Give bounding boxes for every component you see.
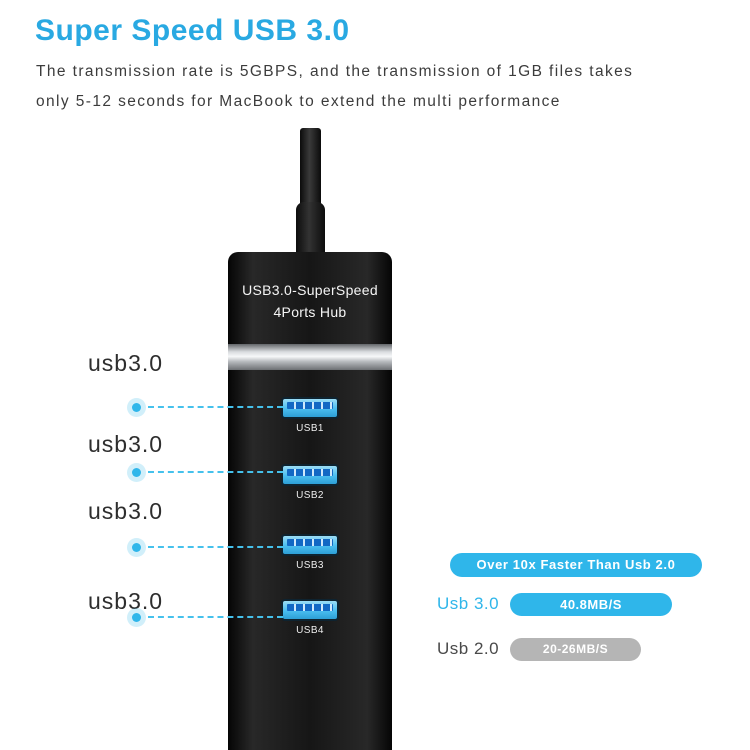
callout-line-4 (148, 616, 283, 618)
callout-line-1 (148, 406, 283, 408)
cable-strain-relief (296, 202, 325, 256)
usb-port-3-pins (287, 539, 333, 546)
usb-port-1-connector (281, 397, 339, 419)
usb3-speed-label: Usb 3.0 (437, 594, 500, 613)
usb3-speed-bar: 40.8MB/S (510, 593, 672, 616)
usb-port-4-pins (287, 604, 333, 611)
callout-label-1: usb3.0 (88, 350, 164, 376)
usb2-speed-bar: 20-26MB/S (510, 638, 641, 661)
usb-hub-device: USB3.0-SuperSpeed 4Ports Hub USB1 USB2 U… (228, 252, 392, 750)
callout-dot-1 (132, 403, 141, 412)
callout-label-4: usb3.0 (88, 588, 164, 614)
callout-label-3: usb3.0 (88, 498, 164, 524)
usb-port-3-label: USB3 (296, 560, 324, 571)
callout-line-2 (148, 471, 283, 473)
device-label-line-2: 4Ports Hub (273, 304, 347, 320)
callout-dot-3 (132, 543, 141, 552)
description-line-1: The transmission rate is 5GBPS, and the … (36, 63, 634, 80)
callout-line-3 (148, 546, 283, 548)
device-label-line-1: USB3.0-SuperSpeed (242, 282, 378, 298)
callout-dot-2 (132, 468, 141, 477)
usb-port-4: USB4 (281, 599, 339, 636)
description-line-2: only 5-12 seconds for MacBook to extend … (36, 93, 561, 110)
usb-port-3: USB3 (281, 534, 339, 571)
usb-port-3-connector (281, 534, 339, 556)
usb-port-2: USB2 (281, 464, 339, 501)
page-title: Super Speed USB 3.0 (35, 14, 350, 47)
callout-dot-4 (132, 613, 141, 622)
usb-port-1-label: USB1 (296, 423, 324, 434)
usb-port-1-pins (287, 402, 333, 409)
usb-cable (300, 128, 321, 208)
speed-banner: Over 10x Faster Than Usb 2.0 (450, 553, 702, 577)
usb-port-1: USB1 (281, 397, 339, 434)
metal-band (228, 344, 392, 370)
usb2-speed-label: Usb 2.0 (437, 639, 500, 658)
usb-port-4-label: USB4 (296, 625, 324, 636)
callout-label-2: usb3.0 (88, 431, 164, 457)
usb-port-2-connector (281, 464, 339, 486)
usb-port-2-pins (287, 469, 333, 476)
usb-port-4-connector (281, 599, 339, 621)
usb-port-2-label: USB2 (296, 490, 324, 501)
